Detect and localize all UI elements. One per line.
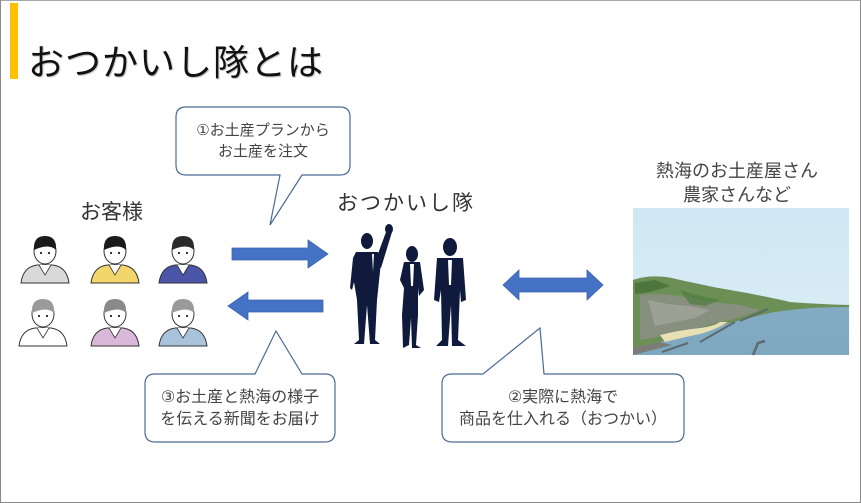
title-accent-bar — [10, 3, 18, 79]
callout-newspaper-line1: ③お土産と熱海の様子 — [160, 387, 320, 406]
partners-label-line2: 農家さんなど — [683, 185, 791, 206]
customer-avatar-man-yellow-cardigan — [90, 236, 140, 284]
slide-title: おつかいし隊とは — [28, 43, 325, 84]
silhouette-woman — [400, 246, 424, 348]
customer-avatar-older-man-white-shirt — [18, 299, 68, 347]
silhouette-man-standing — [434, 238, 466, 346]
callout-order-line2: お土産を注文 — [217, 142, 308, 160]
partners-label-line1: 熱海のお土産屋さん — [656, 161, 818, 182]
callout-purchase-text: ②実際に熱海で 商品を仕入れる（おつかい） — [442, 386, 684, 430]
customers-label: お客様 — [80, 200, 143, 224]
callout-order-text: ①お土産プランから お土産を注文 — [176, 120, 350, 162]
silhouette-man-raised-arm — [350, 224, 393, 344]
customer-avatar-man-glasses-gray-sweater — [20, 236, 70, 284]
partners-label: 熱海のお土産屋さん 農家さんなど — [632, 160, 842, 208]
callout-newspaper-text: ③お土産と熱海の様子 を伝える新聞をお届け — [145, 386, 335, 430]
callout-purchase-line1: ②実際に熱海で — [507, 387, 619, 406]
callout-purchase-line2: 商品を仕入れる（おつかい） — [458, 409, 667, 428]
callout-order-line1: ①お土産プランから — [196, 121, 330, 139]
callout-newspaper-line2: を伝える新聞をお届け — [160, 409, 320, 428]
customer-avatar-older-man-glasses-blue-cardigan — [158, 299, 208, 347]
customer-avatar-woman-pink-sweater — [90, 299, 140, 347]
customer-avatar-man-blue-suit — [158, 236, 208, 284]
team-label: おつかいし隊 — [337, 191, 475, 215]
